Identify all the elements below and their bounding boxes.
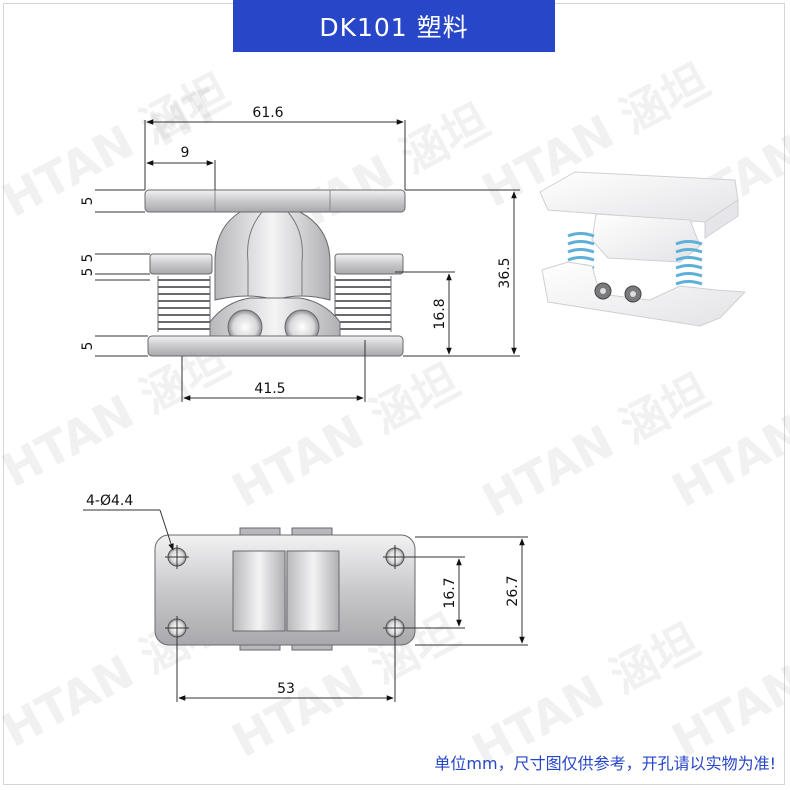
dim-hole-spacing-v: 16.7 bbox=[442, 577, 458, 608]
hinge-block-left bbox=[232, 550, 286, 632]
dim-top-offset: 9 bbox=[181, 145, 190, 161]
dim-plate-height: 26.7 bbox=[505, 575, 521, 606]
dim-bottom-plate-thickness: 5 bbox=[80, 342, 96, 351]
dim-middle-thickness-a: 5 bbox=[80, 254, 96, 263]
dim-middle-thickness-b: 5 bbox=[80, 268, 96, 277]
hinge-body bbox=[214, 211, 331, 301]
product-illustration bbox=[539, 171, 747, 327]
top-dimension-labels: 4-Ø4.4 16.7 26.7 53 bbox=[86, 493, 521, 697]
dim-top-width: 61.6 bbox=[252, 105, 283, 121]
front-dimensions bbox=[95, 119, 520, 402]
spring-photo-left bbox=[567, 232, 595, 278]
footer-note: 单位mm，尺寸图仅供参考，开孔请以实物为准! bbox=[434, 754, 776, 773]
dim-hole-spec: 4-Ø4.4 bbox=[86, 493, 133, 509]
title-text: DK101 塑料 bbox=[319, 13, 469, 42]
dim-hole-spacing-h: 53 bbox=[277, 681, 295, 697]
spring-photo-right bbox=[675, 240, 703, 286]
hinge-block-right bbox=[286, 550, 340, 632]
front-dimension-labels: 61.6 9 5 5 5 5 36.5 16.8 41.5 bbox=[80, 105, 513, 397]
top-view bbox=[154, 527, 416, 651]
middle-plate-right bbox=[334, 253, 404, 275]
dim-top-plate-thickness: 5 bbox=[80, 197, 96, 206]
title-banner: DK101 塑料 bbox=[233, 0, 555, 52]
spring-right bbox=[334, 276, 392, 332]
dim-spring-height: 16.8 bbox=[432, 298, 448, 329]
top-plate bbox=[144, 189, 406, 213]
dim-base-width: 41.5 bbox=[254, 381, 285, 397]
front-view bbox=[144, 189, 406, 357]
middle-plate-left bbox=[149, 253, 213, 275]
top-dimensions bbox=[83, 509, 528, 702]
spring-left bbox=[157, 276, 211, 332]
bottom-plate bbox=[147, 335, 404, 357]
dim-total-height: 36.5 bbox=[497, 257, 513, 288]
